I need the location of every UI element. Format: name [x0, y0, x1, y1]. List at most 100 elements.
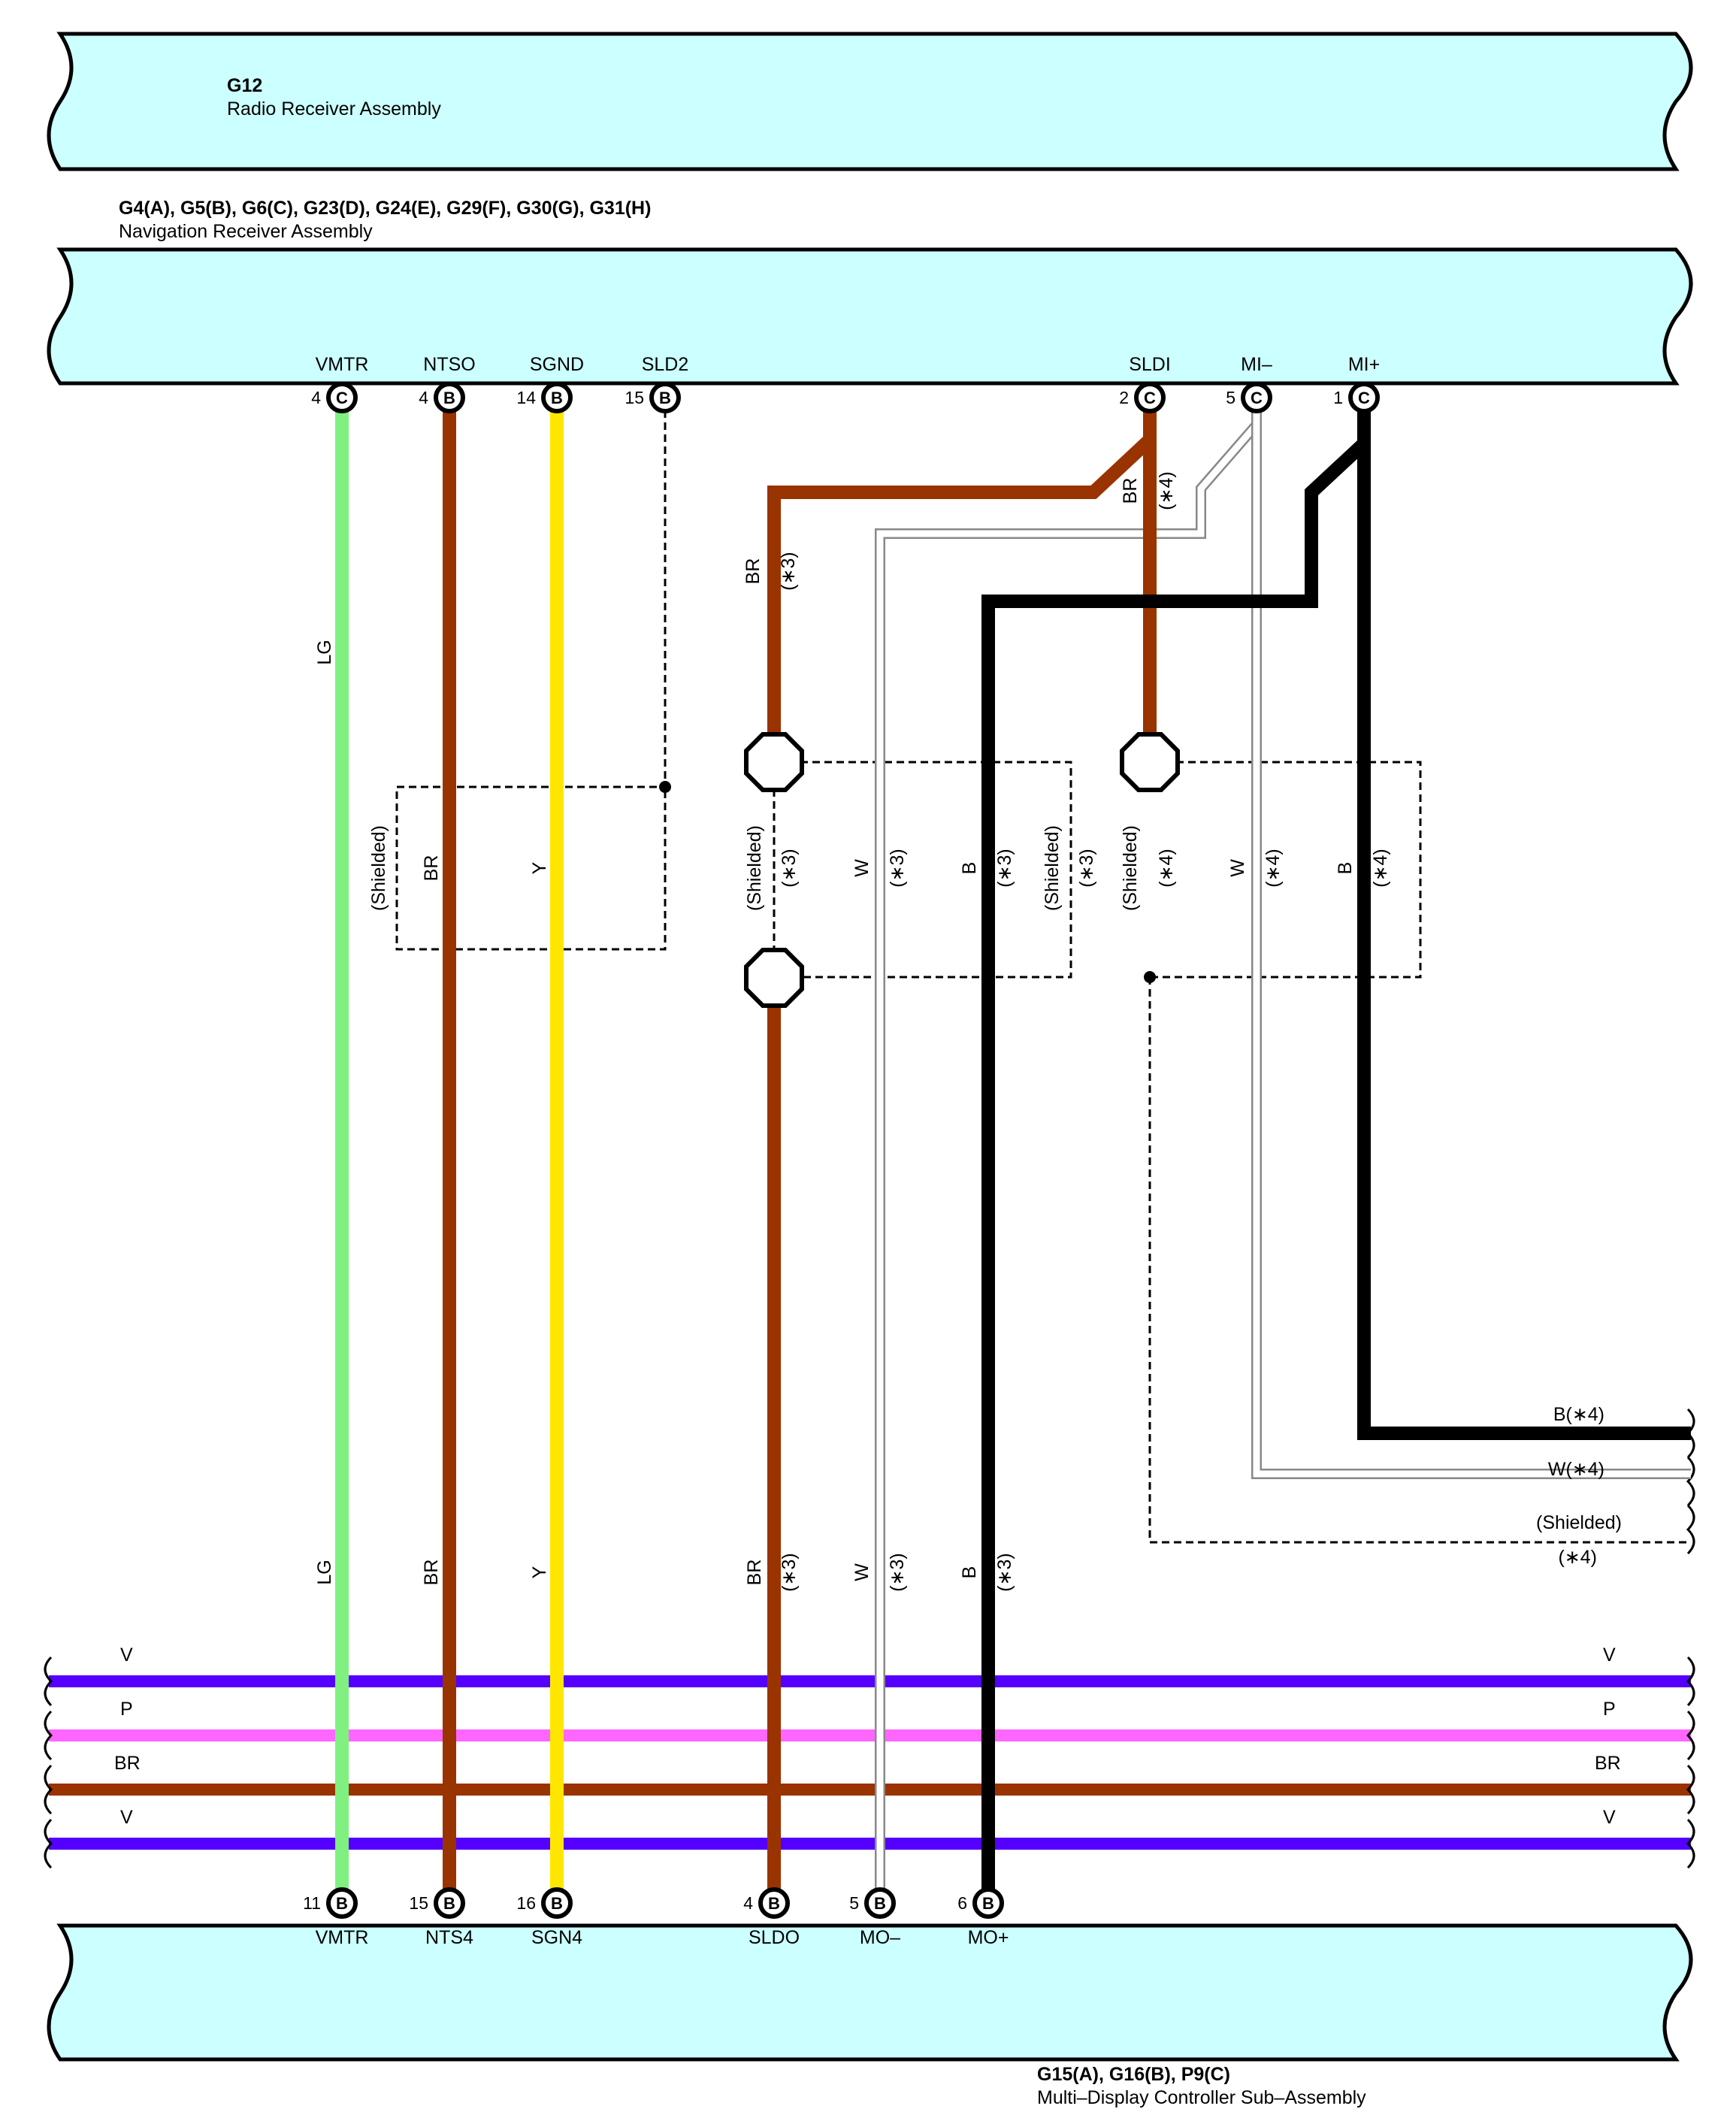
mdc-pin-name-mo-minus: MO– [860, 1927, 900, 1948]
label-br3-lower: BR [744, 1560, 765, 1586]
nav-pin-circle-ntso [434, 382, 465, 413]
label-b3-lower-note: (∗3) [994, 1553, 1015, 1592]
nav-pin-num-mi-minus: 5 [1226, 388, 1235, 407]
radio-receiver-box [47, 32, 1693, 171]
shield-box-3-outer [800, 761, 1072, 979]
nav-pin-conn-ntso: B [443, 389, 455, 407]
label-y-lower: Y [529, 1566, 550, 1578]
mdc-pin-conn-sgn4: B [551, 1894, 563, 1913]
label-w4-shield: W [1227, 859, 1248, 877]
bus-label-v-right-1: V [1603, 1644, 1616, 1666]
label-shielded-ntso: (Shielded) [368, 825, 389, 911]
mdc-pin-conn-nts4: B [443, 1894, 455, 1913]
bus-lines [44, 1408, 1695, 1869]
label-br4: BR [1120, 478, 1141, 504]
label-shielded-3-note: (∗3) [779, 849, 800, 888]
label-b4-shield-note: (∗4) [1370, 849, 1391, 888]
label-w4-right: W(∗4) [1548, 1459, 1604, 1480]
wire-br3-upper [767, 410, 1157, 744]
label-y-shield: Y [529, 861, 550, 874]
nav-pin-conn-sldi: C [1144, 389, 1156, 407]
mdc-pin-circle-sgn4 [541, 1887, 573, 1919]
wire-b3 [981, 410, 1371, 1890]
mdc-pin-num-sgn4: 16 [516, 1893, 536, 1913]
shield-groups [395, 398, 1691, 1544]
nav-pin-name-mi-plus: MI+ [1348, 354, 1380, 375]
mdc-pin-name-sgn4: SGN4 [531, 1927, 582, 1948]
shield-terminal-lower-3 [744, 948, 804, 1008]
nav-pin-circle-mi- [1241, 382, 1272, 413]
wire-w4-outline [1251, 410, 1691, 1479]
label-br4-note: (∗4) [1156, 471, 1177, 510]
bus-label-br-right: BR [1595, 1753, 1621, 1774]
label-w3-lower: W [851, 1563, 873, 1581]
mdc-pin-circle-nts4 [434, 1887, 465, 1919]
nav-pin-circle-sld2 [649, 382, 681, 413]
mdc-pin-name-sldo: SLDO [749, 1927, 800, 1948]
label-lg-upper: LG [314, 640, 335, 664]
shield-box-4 [1150, 761, 1422, 979]
nav-pin-circle-mi- [1348, 382, 1380, 413]
nav-pin-name-vmtr: VMTR [316, 354, 369, 375]
bus-label-br-left: BR [114, 1753, 141, 1774]
mdc-pin-name-mo-plus: MO+ [968, 1927, 1009, 1948]
nav-pin-name-ntso: NTSO [423, 354, 475, 375]
nav-receiver-code: G4(A), G5(B), G6(C), G23(D), G24(E), G29… [119, 198, 651, 219]
mdc-pin-num-nts4: 15 [409, 1893, 428, 1913]
wire-b4 [1357, 410, 1691, 1440]
label-b3-lower: B [959, 1566, 980, 1579]
bus-label-p-right: P [1603, 1699, 1616, 1720]
label-w3-shield: W [851, 859, 873, 877]
radio-receiver-code: G12 [227, 75, 262, 96]
label-b4-shield: B [1335, 862, 1356, 875]
mdc-box [47, 1923, 1693, 2062]
nav-pin-circles [326, 382, 1380, 413]
nav-pin-circle-sldi [1134, 382, 1166, 413]
mdc-pin-conn-mo-minus: B [874, 1894, 886, 1913]
wires [335, 410, 1691, 1890]
mdc-pin-conn-mo-plus: B [982, 1894, 994, 1913]
mdc-pin-circles [326, 1887, 1004, 1919]
mdc-pin-conn-sldo: B [768, 1894, 780, 1913]
label-w3-shield-note: (∗3) [887, 849, 908, 888]
nav-pin-conn-sld2: B [659, 389, 671, 407]
label-shielded-4-note: (∗4) [1156, 849, 1177, 888]
label-w4-shield-note: (∗4) [1263, 849, 1284, 888]
label-shielded-4: (Shielded) [1120, 825, 1141, 911]
mdc-pin-circle-sldo [758, 1887, 790, 1919]
nav-pin-num-sld2: 15 [625, 388, 644, 407]
nav-pin-conn-vmtr: C [336, 389, 348, 407]
mdc-code: G15(A), G16(B), P9(C) [1037, 2064, 1230, 2085]
wire-w4 [1253, 410, 1691, 1478]
nav-pin-circle-vmtr [326, 382, 358, 413]
nav-pin-conn-sgnd: B [551, 389, 563, 407]
nav-pin-name-sld2: SLD2 [642, 354, 689, 375]
label-b3-shield-note: (∗3) [994, 849, 1015, 888]
nav-pin-num-sgnd: 14 [516, 388, 536, 407]
label-shielded-right: (Shielded) [1536, 1512, 1622, 1533]
nav-pin-name-sldi: SLDI [1129, 354, 1171, 375]
shield-4-drain [1148, 977, 1691, 1544]
wire-w3-outline [875, 410, 1262, 1890]
mdc-pin-conn-vmtr: B [336, 1894, 348, 1913]
nav-receiver-name: Navigation Receiver Assembly [119, 221, 373, 242]
nav-pin-conn-mi-minus: C [1251, 389, 1263, 407]
bus-label-v-left-1: V [120, 1644, 133, 1666]
shield-terminals [744, 732, 1180, 1008]
shield-terminal-upper-3 [744, 732, 804, 792]
label-br-lower: BR [421, 1560, 442, 1586]
label-w3-lower-note: (∗3) [887, 1553, 908, 1592]
radio-receiver-name: Radio Receiver Assembly [227, 98, 441, 120]
label-br3-upper: BR [742, 558, 764, 585]
mdc-name: Multi–Display Controller Sub–Assembly [1037, 2087, 1366, 2108]
label-shielded-right-note: (∗4) [1558, 1547, 1597, 1568]
shield-terminal-upper-4 [1120, 732, 1180, 792]
mdc-pin-name-vmtr: VMTR [316, 1927, 369, 1948]
label-shielded-3b: (Shielded) [1042, 825, 1063, 911]
mdc-pin-circle-mo- [864, 1887, 896, 1919]
bus-label-v-right-2: V [1603, 1807, 1616, 1828]
nav-pin-num-ntso: 4 [419, 388, 428, 407]
nav-pin-num-mi-plus: 1 [1333, 388, 1343, 407]
shield-box-ntso [395, 398, 667, 951]
